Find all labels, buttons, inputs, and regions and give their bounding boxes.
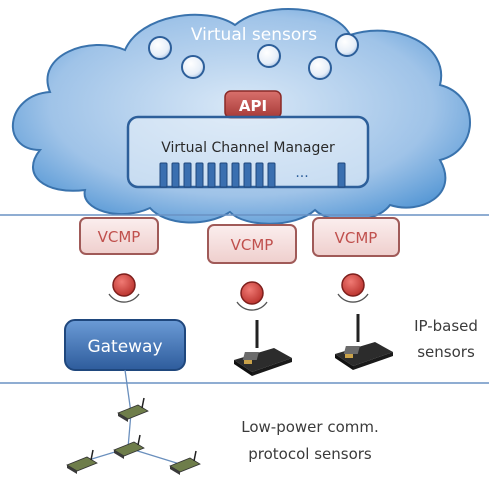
api-box: API	[224, 90, 282, 119]
vcm-ellipsis: ...	[295, 165, 308, 181]
sensor-board-icon	[169, 450, 201, 475]
vcmp-box: VCMP	[312, 217, 400, 257]
channel-bar	[171, 162, 180, 188]
vcmp-label: VCMP	[231, 236, 274, 254]
sensor-board-icon	[117, 397, 149, 422]
bubble-icon	[181, 55, 205, 79]
channel-bars	[159, 162, 346, 188]
ip-sensors-label-line1: IP-based	[414, 317, 478, 335]
channel-bar	[195, 162, 204, 188]
sensor-board-icon	[66, 449, 98, 474]
antenna-node-icon	[337, 273, 369, 303]
channel-bar	[231, 162, 240, 188]
channel-bar	[219, 162, 228, 188]
channel-bar	[337, 162, 346, 188]
bubble-icon	[308, 56, 332, 80]
antenna-node-icon	[236, 281, 268, 311]
antenna-node-icon	[108, 273, 140, 303]
vcmp-box: VCMP	[79, 217, 159, 255]
lowpower-label-line1: Low-power comm.	[241, 418, 379, 436]
channel-bar	[183, 162, 192, 188]
bubble-icon-group	[148, 33, 359, 80]
sensor-board-icon	[113, 434, 145, 459]
bubble-icon	[335, 33, 359, 57]
api-label: API	[239, 97, 267, 115]
gateway-box: Gateway	[64, 319, 186, 371]
lowpower-label-line2: protocol sensors	[248, 445, 372, 463]
vcmp-label: VCMP	[335, 229, 378, 247]
vcm-label: Virtual Channel Manager	[161, 140, 335, 156]
channel-bar	[267, 162, 276, 188]
virtual-channel-manager: Virtual Channel Manager ...	[126, 115, 370, 189]
channel-bar	[255, 162, 264, 188]
bubble-icon	[257, 44, 281, 68]
bubble-icon	[148, 36, 172, 60]
gateway-label: Gateway	[87, 337, 162, 357]
vcmp-label: VCMP	[98, 228, 141, 246]
channel-bar	[159, 162, 168, 188]
sensor-board-icon	[234, 320, 292, 376]
sensor-board-icon	[335, 314, 393, 370]
cloud-title: Virtual sensors	[191, 25, 317, 45]
vcmp-box: VCMP	[207, 224, 297, 264]
ip-sensors-label-line2: sensors	[417, 343, 475, 361]
channel-bar	[243, 162, 252, 188]
channel-bar	[207, 162, 216, 188]
